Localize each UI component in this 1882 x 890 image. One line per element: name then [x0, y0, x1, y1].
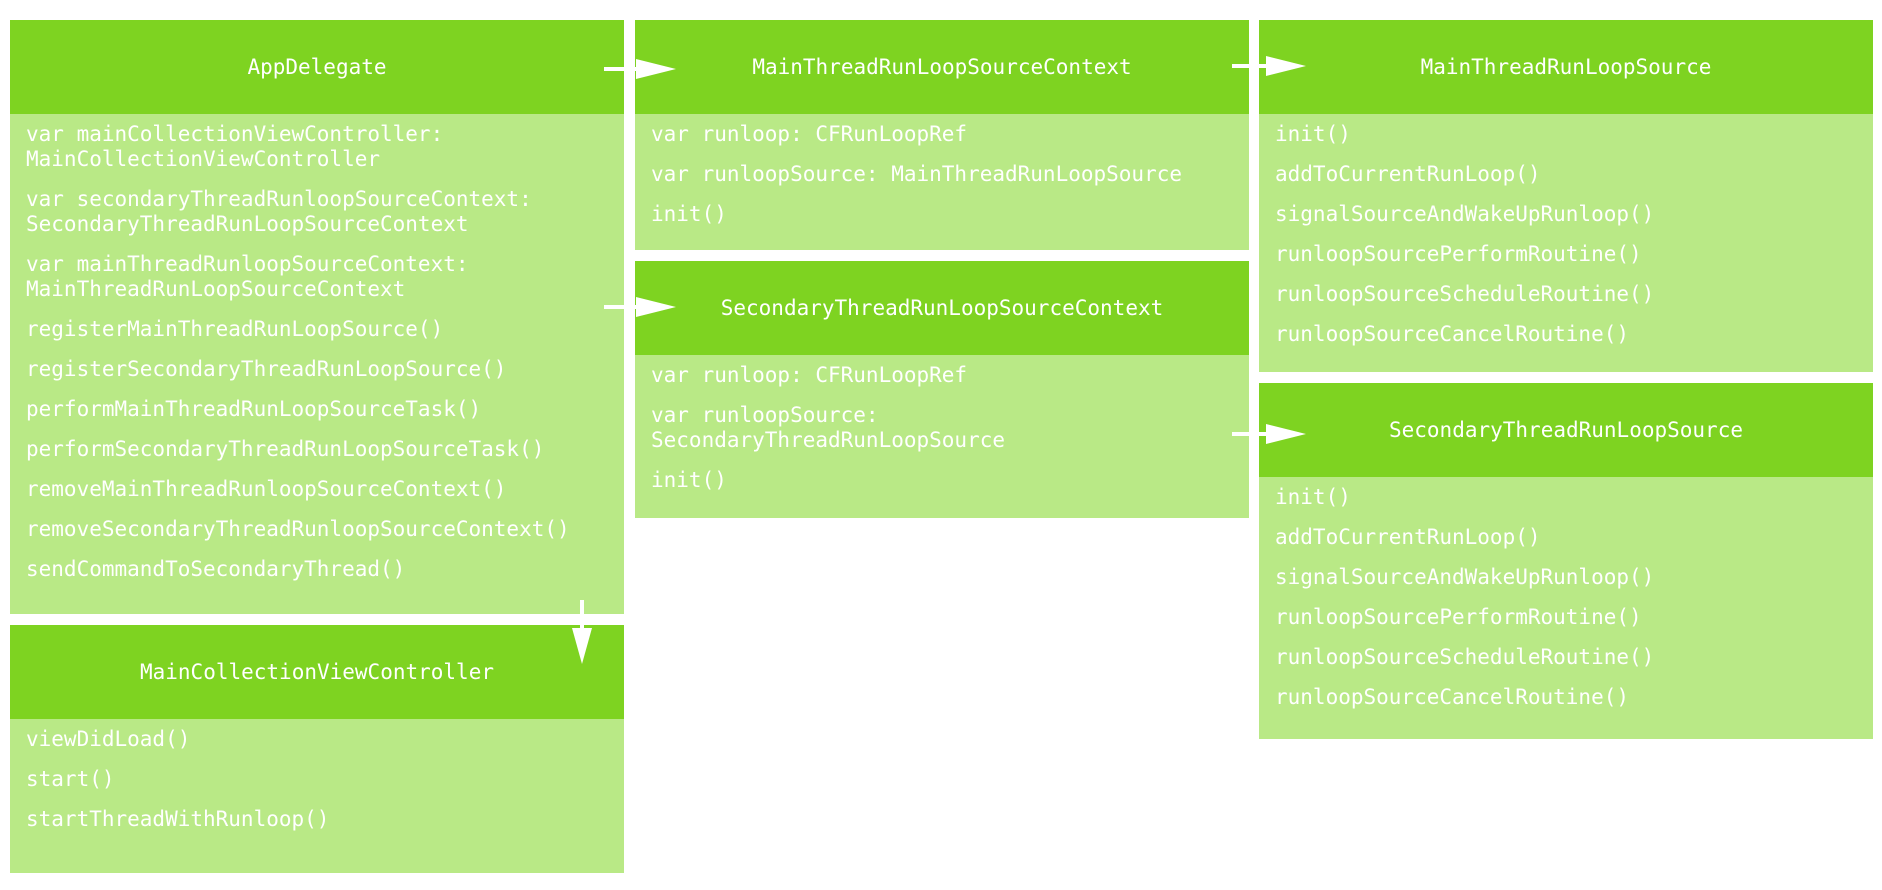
member-row: removeMainThreadRunloopSourceContext()	[26, 477, 507, 501]
member-row: runloopSourceCancelRoutine()	[1275, 322, 1630, 346]
class-title: AppDelegate	[10, 20, 624, 114]
member-row: performSecondaryThreadRunLoopSourceTask(…	[26, 437, 545, 461]
member-row: startThreadWithRunloop()	[26, 807, 330, 831]
member-row: var runloop: CFRunLoopRef	[651, 363, 968, 387]
member-row: init()	[1275, 122, 1351, 146]
member-row: var mainCollectionViewController: MainCo…	[26, 122, 444, 171]
class-title: MainThreadRunLoopSourceContext	[635, 20, 1249, 114]
member-row: var runloopSource: SecondaryThreadRunLoo…	[651, 403, 1006, 452]
class-title: SecondaryThreadRunLoopSource	[1259, 383, 1873, 477]
class-members: init() addToCurrentRunLoop() signalSourc…	[1259, 114, 1873, 347]
member-row: runloopSourceScheduleRoutine()	[1275, 645, 1655, 669]
member-row: addToCurrentRunLoop()	[1275, 525, 1541, 549]
class-main-thread-runloop-source-context: MainThreadRunLoopSourceContext var runlo…	[635, 20, 1249, 250]
class-title: MainThreadRunLoopSource	[1259, 20, 1873, 114]
member-row: performMainThreadRunLoopSourceTask()	[26, 397, 482, 421]
class-main-thread-runloop-source: MainThreadRunLoopSource init() addToCurr…	[1259, 20, 1873, 372]
member-row: registerSecondaryThreadRunLoopSource()	[26, 357, 507, 381]
member-row: runloopSourceCancelRoutine()	[1275, 685, 1630, 709]
class-members: init() addToCurrentRunLoop() signalSourc…	[1259, 477, 1873, 710]
member-row: sendCommandToSecondaryThread()	[26, 557, 406, 581]
member-row: viewDidLoad()	[26, 727, 191, 751]
member-row: var runloopSource: MainThreadRunLoopSour…	[651, 162, 1183, 186]
member-row: var secondaryThreadRunloopSourceContext:…	[26, 187, 532, 236]
class-members: var mainCollectionViewController: MainCo…	[10, 114, 624, 582]
member-row: init()	[651, 202, 727, 226]
member-row: registerMainThreadRunLoopSource()	[26, 317, 444, 341]
member-row: start()	[26, 767, 115, 791]
class-members: var runloop: CFRunLoopRef var runloopSou…	[635, 114, 1249, 227]
member-row: removeSecondaryThreadRunloopSourceContex…	[26, 517, 570, 541]
class-main-collection-view-controller: MainCollectionViewController viewDidLoad…	[10, 625, 624, 873]
member-row: var mainThreadRunloopSourceContext: Main…	[26, 252, 469, 301]
class-title: SecondaryThreadRunLoopSourceContext	[635, 261, 1249, 355]
class-app-delegate: AppDelegate var mainCollectionViewContro…	[10, 20, 624, 614]
member-row: init()	[1275, 485, 1351, 509]
member-row: addToCurrentRunLoop()	[1275, 162, 1541, 186]
member-row: runloopSourceScheduleRoutine()	[1275, 282, 1655, 306]
member-row: signalSourceAndWakeUpRunloop()	[1275, 565, 1655, 589]
class-secondary-thread-runloop-source-context: SecondaryThreadRunLoopSourceContext var …	[635, 261, 1249, 518]
class-members: viewDidLoad() start() startThreadWithRun…	[10, 719, 624, 832]
member-row: runloopSourcePerformRoutine()	[1275, 605, 1642, 629]
member-row: signalSourceAndWakeUpRunloop()	[1275, 202, 1655, 226]
class-members: var runloop: CFRunLoopRef var runloopSou…	[635, 355, 1249, 493]
member-row: runloopSourcePerformRoutine()	[1275, 242, 1642, 266]
class-secondary-thread-runloop-source: SecondaryThreadRunLoopSource init() addT…	[1259, 383, 1873, 739]
member-row: init()	[651, 468, 727, 492]
class-title: MainCollectionViewController	[10, 625, 624, 719]
member-row: var runloop: CFRunLoopRef	[651, 122, 968, 146]
